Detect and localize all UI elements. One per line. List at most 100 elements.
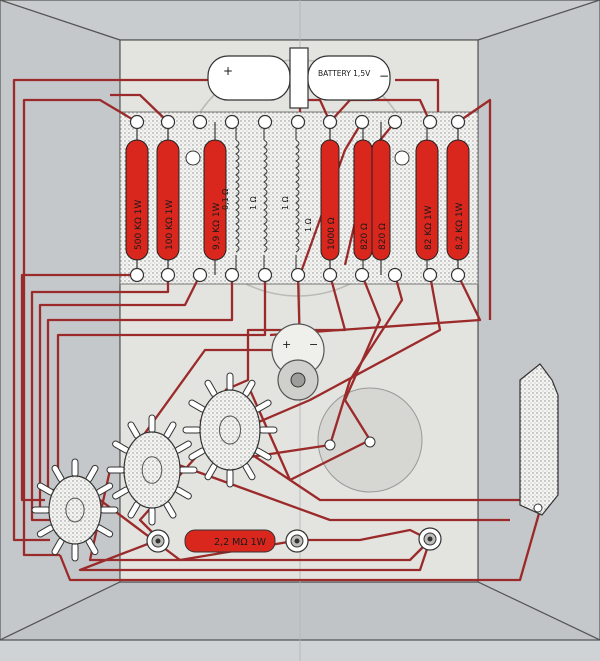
resistor-body	[320, 139, 340, 261]
switch-lug-face	[86, 538, 98, 555]
resistor: 1000 Ω	[320, 122, 340, 275]
switch-lug-face	[128, 422, 140, 438]
board-terminal	[322, 114, 338, 130]
switch-lug-face	[52, 465, 64, 482]
bottom-resistor: 2,2 MΩ 1W	[184, 529, 276, 553]
battery-label: BATTERY 1,5V	[318, 69, 371, 78]
board-terminal	[387, 267, 403, 283]
wire	[22, 98, 138, 557]
meter-plus-label: +	[282, 338, 291, 351]
rotary-switch	[31, 458, 119, 562]
switch-lug-face	[96, 483, 113, 495]
jack-group	[146, 527, 442, 553]
mount-bolt	[185, 150, 201, 166]
resistor-body	[415, 139, 439, 261]
test-probe	[519, 363, 559, 516]
switch-lug-face	[86, 465, 98, 482]
switch-wafer	[199, 389, 261, 471]
switch-lug-face	[113, 487, 129, 499]
battery-clip	[289, 47, 309, 109]
resistor-label: 820 Ω	[378, 223, 388, 250]
resistor: 500 KΩ 1W	[125, 122, 149, 275]
board-terminal	[322, 267, 338, 283]
rotary-switch	[182, 372, 278, 488]
board-terminal	[290, 267, 306, 283]
mount-bolt	[394, 150, 410, 166]
resistor: 100 KΩ 1W	[156, 122, 180, 275]
board-terminal	[160, 114, 176, 130]
bottom-resistor-label: 2,2 MΩ 1W	[214, 537, 267, 548]
coil-winding	[295, 139, 300, 253]
board-terminal	[450, 267, 466, 283]
resistor: 82 KΩ 1W	[415, 122, 439, 275]
switch-lug-face	[175, 487, 191, 499]
jack-hole	[294, 538, 300, 544]
wire	[139, 274, 302, 441]
wire	[457, 98, 492, 320]
probe-body	[519, 363, 559, 516]
wire	[12, 78, 215, 542]
wire	[224, 274, 347, 392]
switch-hub	[141, 456, 163, 484]
wire	[298, 121, 363, 276]
jack-hole	[427, 536, 433, 542]
switch-hub	[219, 415, 241, 445]
battery-cell	[207, 55, 291, 101]
resistor-label: 820 Ω	[360, 223, 370, 250]
wire	[30, 275, 170, 522]
wire	[38, 274, 202, 510]
switch-wafer	[123, 431, 181, 509]
switch-lug-face	[205, 463, 217, 480]
wire	[329, 98, 432, 123]
board-terminal	[192, 267, 208, 283]
board-terminal	[387, 114, 403, 130]
resistor-label: 100 KΩ 1W	[165, 200, 175, 250]
resistor: 9,9 KΩ 1W	[203, 122, 227, 275]
terminal-group	[129, 114, 466, 451]
meter-screw	[290, 372, 306, 388]
board-terminal	[290, 114, 306, 130]
coil-label: 1 Ω	[249, 196, 258, 210]
switch-lug-face	[205, 380, 217, 397]
switch-lug-face	[113, 441, 129, 453]
resistor-body	[446, 139, 470, 261]
probe-terminal	[533, 503, 543, 513]
switch-lug-face	[255, 400, 271, 412]
switch-lug-face	[255, 448, 271, 460]
switch-lug-face	[189, 400, 205, 412]
resistor-label: 1000 Ω	[327, 217, 337, 250]
board-terminal	[422, 114, 438, 130]
coil-label: 1 Ω	[281, 196, 290, 210]
jack-hole	[155, 538, 161, 544]
switch-lug-face	[189, 448, 205, 460]
resistor-label: 8,2 KΩ 1W	[455, 202, 465, 250]
rotary-switch	[106, 414, 198, 526]
coil-label: 0,1 Ω	[221, 189, 230, 210]
resistor-body	[125, 139, 149, 261]
board-terminal	[224, 267, 240, 283]
wire	[78, 538, 432, 572]
switch-lug-face	[175, 441, 191, 453]
wire	[58, 509, 542, 582]
wire	[395, 78, 440, 112]
board-terminal	[354, 114, 370, 130]
wire	[239, 274, 442, 432]
board-terminal	[160, 267, 176, 283]
resistor: 820 Ω	[371, 122, 391, 275]
switch-lug-face	[37, 483, 54, 495]
switch-hub	[65, 497, 85, 523]
wire	[248, 389, 371, 482]
meter-minus-label: −	[309, 338, 318, 351]
coil-winding	[235, 139, 240, 253]
switch-wafer	[48, 475, 102, 545]
switch-lug-face	[128, 502, 140, 518]
board-terminal	[129, 267, 145, 283]
wire	[110, 93, 169, 123]
wire	[56, 275, 267, 470]
switch-lug-face	[52, 538, 64, 555]
resistor: 8,2 KΩ 1W	[446, 122, 470, 275]
switch-lug-face	[37, 525, 54, 537]
knob-terminal	[364, 436, 376, 448]
